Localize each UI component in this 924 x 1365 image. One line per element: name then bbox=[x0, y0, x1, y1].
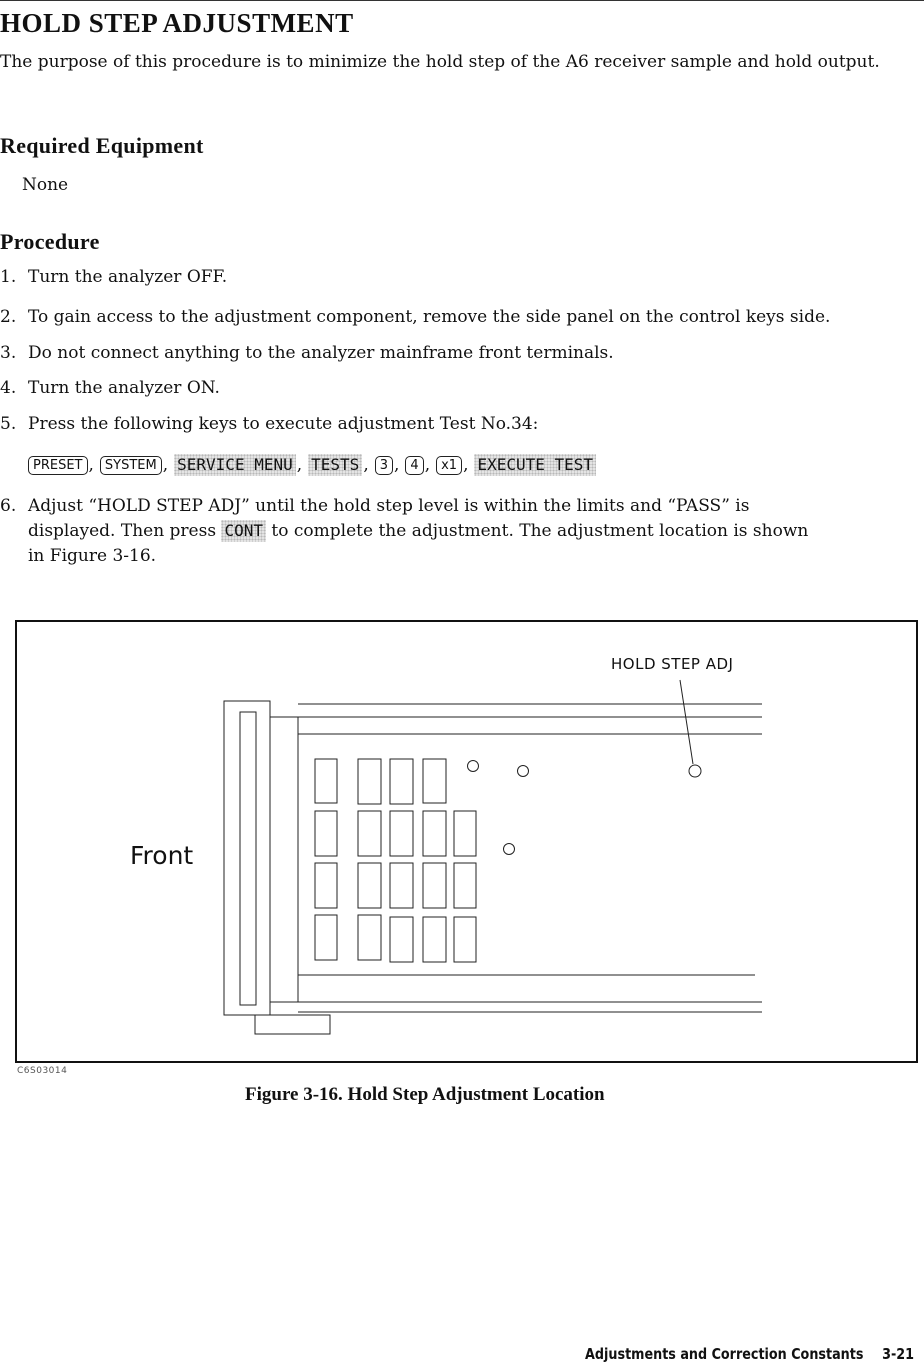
procedure-heading: Procedure bbox=[0, 229, 100, 254]
separator: , bbox=[394, 455, 400, 475]
key-sequence: PRESET, SYSTEM, SERVICE MENU, TESTS, 3, … bbox=[28, 452, 597, 478]
step-text: Do not connect anything to the analyzer … bbox=[28, 343, 614, 363]
execute-test-softkey[interactable]: EXECUTE TEST bbox=[474, 454, 597, 476]
ic-chip bbox=[422, 810, 447, 857]
ic-chip bbox=[357, 914, 382, 961]
system-key[interactable]: SYSTEM bbox=[99, 455, 162, 475]
step-number: 6. bbox=[0, 496, 17, 516]
intro-paragraph: The purpose of this procedure is to mini… bbox=[0, 52, 880, 72]
figure-id: C6S03014 bbox=[17, 1066, 68, 1076]
separator: , bbox=[296, 455, 303, 475]
ic-chip bbox=[389, 862, 414, 909]
ic-chip bbox=[422, 862, 447, 909]
step-number: 4. bbox=[0, 378, 17, 398]
footer-section: Adjustments and Correction Constants bbox=[584, 1345, 864, 1363]
step-6-line-2-pre: displayed. Then press bbox=[28, 521, 217, 541]
ic-chip bbox=[453, 810, 477, 857]
step-6-line-2-post: to complete the adjustment. The adjustme… bbox=[271, 521, 809, 541]
ic-chip bbox=[314, 810, 338, 857]
ic-chip bbox=[422, 758, 447, 804]
equipment-heading: Required Equipment bbox=[0, 133, 204, 158]
step-number: 1. bbox=[0, 267, 17, 287]
ic-chip bbox=[314, 758, 338, 804]
front-panel-slot bbox=[239, 711, 257, 1006]
page-title: HOLD STEP ADJUSTMENT bbox=[0, 8, 354, 38]
x1-key[interactable]: x1 bbox=[436, 455, 463, 475]
step-text: Turn the analyzer OFF. bbox=[28, 267, 228, 287]
ic-chip bbox=[357, 758, 382, 805]
step-text: Press the following keys to execute adju… bbox=[28, 414, 539, 434]
key-4[interactable]: 4 bbox=[405, 455, 424, 475]
ic-chip bbox=[314, 862, 338, 909]
hold-step-adj-trimmer bbox=[688, 764, 702, 778]
ic-chip bbox=[314, 914, 338, 961]
leader-line bbox=[679, 679, 694, 765]
page-footer: Adjustments and Correction Constants 3-21 bbox=[585, 1345, 914, 1363]
ic-chip bbox=[389, 758, 414, 805]
service-menu-softkey[interactable]: SERVICE MENU bbox=[174, 454, 296, 476]
equipment-value: None bbox=[22, 175, 69, 195]
step-number: 3. bbox=[0, 343, 17, 363]
bottom-bracket bbox=[254, 1014, 331, 1035]
ic-chip bbox=[389, 916, 414, 963]
test-point bbox=[517, 765, 529, 777]
ic-chip bbox=[422, 916, 447, 963]
top-rule bbox=[0, 0, 924, 1]
front-label: Front bbox=[130, 841, 194, 870]
step-number: 5. bbox=[0, 414, 17, 434]
figure-frame: Front HOLD STEP ADJ bbox=[15, 620, 918, 1063]
separator: , bbox=[88, 455, 94, 475]
test-point bbox=[467, 760, 479, 772]
separator: , bbox=[363, 455, 369, 475]
preset-key[interactable]: PRESET bbox=[28, 455, 88, 475]
key-3[interactable]: 3 bbox=[374, 455, 393, 475]
step-6-line-1: Adjust “HOLD STEP ADJ” until the hold st… bbox=[28, 496, 750, 516]
board-diagram bbox=[223, 679, 762, 1035]
step-text: Turn the analyzer ON. bbox=[28, 378, 220, 398]
step-6-line-2: displayed. Then press CONT to complete t… bbox=[28, 519, 808, 544]
ic-chip bbox=[453, 916, 477, 963]
separator: , bbox=[463, 455, 469, 475]
front-panel bbox=[223, 700, 271, 1016]
tests-softkey[interactable]: TESTS bbox=[308, 454, 363, 476]
step-number: 2. bbox=[0, 307, 17, 327]
test-point bbox=[503, 843, 515, 855]
board-edge bbox=[269, 716, 299, 1003]
hold-step-adj-label: HOLD STEP ADJ bbox=[611, 655, 734, 673]
ic-chip bbox=[389, 810, 414, 857]
ic-chip bbox=[453, 862, 477, 909]
page-number: 3-21 bbox=[882, 1345, 914, 1363]
ic-chip bbox=[357, 862, 382, 909]
cont-softkey[interactable]: CONT bbox=[221, 520, 267, 542]
separator: , bbox=[162, 455, 169, 475]
figure-caption: Figure 3-16. Hold Step Adjustment Locati… bbox=[245, 1084, 605, 1105]
step-text: To gain access to the adjustment compone… bbox=[28, 307, 831, 327]
ic-chip bbox=[357, 810, 382, 857]
separator: , bbox=[424, 455, 431, 475]
step-6-line-3: in Figure 3-16. bbox=[28, 546, 157, 566]
